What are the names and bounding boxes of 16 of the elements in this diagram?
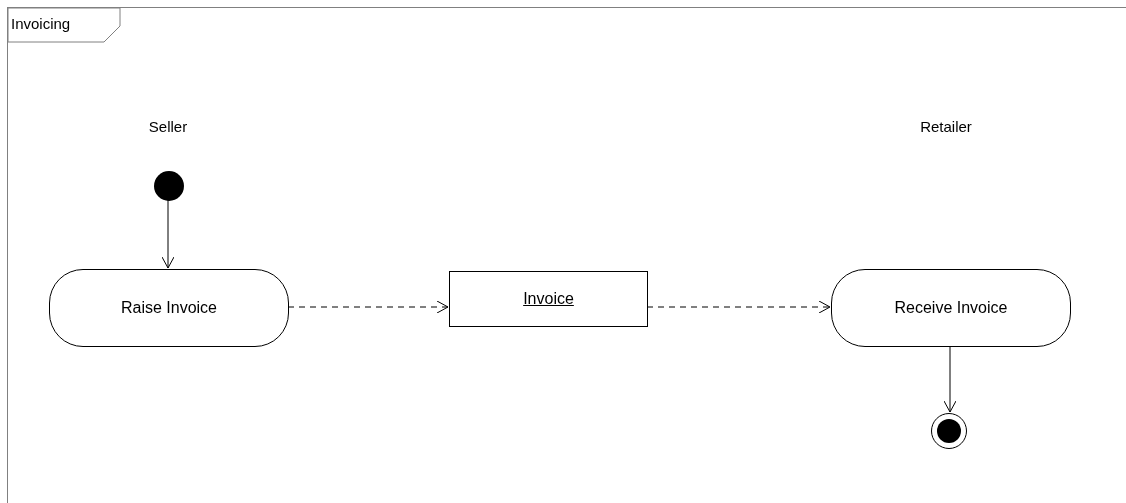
frame-title: Invoicing: [11, 16, 71, 31]
arrow: [161, 199, 175, 269]
swimlane-label: Retailer: [920, 116, 972, 137]
action-node: [831, 269, 1071, 347]
action-label: Raise Invoice: [120, 298, 217, 318]
arrow: [646, 300, 831, 314]
swimlane-label: Seller: [148, 116, 188, 137]
object-box: [449, 271, 648, 327]
arrow: [943, 345, 957, 413]
action-label: Receive Invoice: [894, 298, 1008, 318]
object-name: Invoice: [523, 289, 574, 309]
initial-node: [154, 171, 184, 201]
final-node: [931, 413, 967, 449]
arrow: [287, 300, 449, 314]
frame: [7, 7, 1126, 503]
action-node: [49, 269, 289, 347]
